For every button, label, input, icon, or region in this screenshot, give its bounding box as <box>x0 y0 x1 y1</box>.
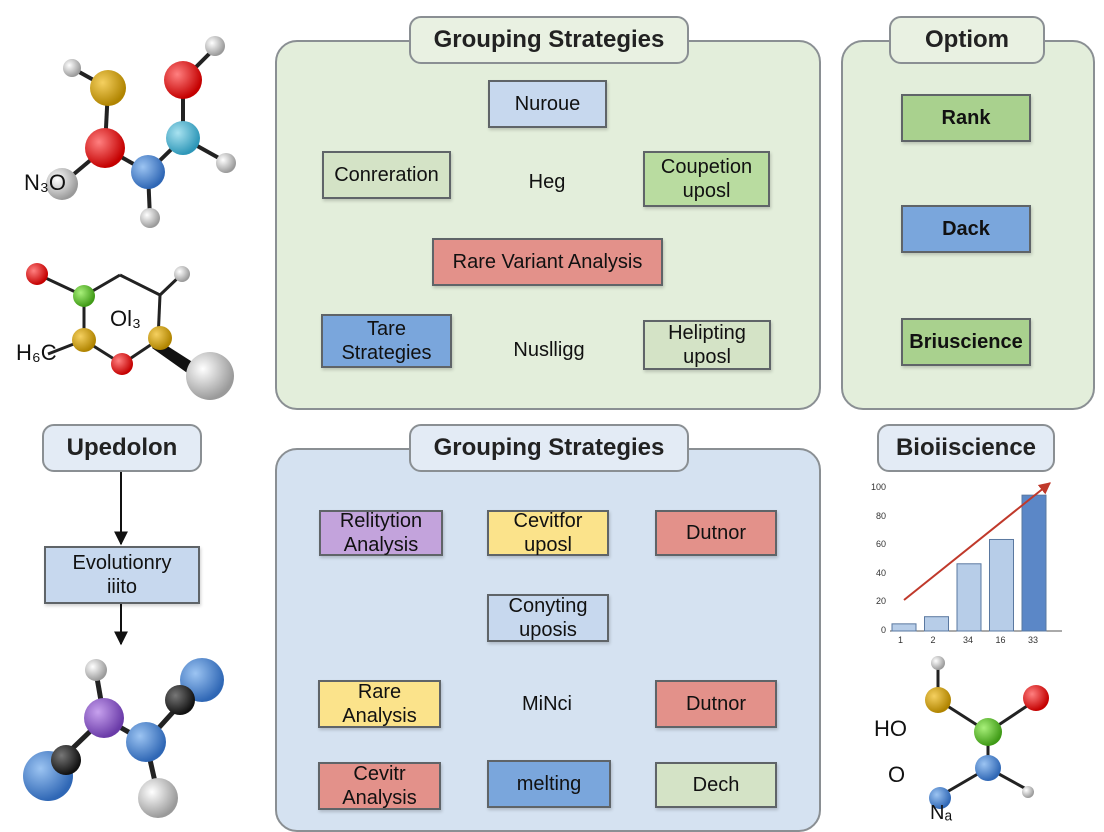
nurone-box: Nuroue <box>488 80 607 128</box>
molecule-4-o-label: O <box>888 762 906 787</box>
chart-x-tick-34: 34 <box>963 635 974 645</box>
conreration-box: Conreration <box>322 151 451 199</box>
molecule-2-icon <box>26 263 234 400</box>
helipting-box: Helipting uposl <box>643 320 771 370</box>
rare-variant-analysis-box: Rare Variant Analysis <box>432 238 663 286</box>
evolutionry-box: Evolutionry iiito <box>44 546 200 604</box>
cevitr-analysis-box: Cevitr Analysis <box>318 762 441 810</box>
bioiiscience-title: Bioiiscience <box>877 424 1055 472</box>
chart-x-tick-2: 2 <box>930 635 936 645</box>
dech-box: Dech <box>655 762 777 808</box>
chart-bar-33 <box>1021 494 1047 632</box>
molecule-2-h-label: H₆C <box>16 340 57 365</box>
tare-strategies-box: Tare Strategies <box>321 314 452 368</box>
conyting-box: Conyting uposis <box>487 594 609 642</box>
dack-box: Dack <box>901 205 1031 253</box>
heg-label: Heg <box>528 170 566 193</box>
rank-box: Rank <box>901 94 1031 142</box>
chart-y-tick-80: 80 <box>875 510 886 521</box>
coupetion-box: Coupetion uposl <box>643 151 770 207</box>
chart-bar-1 <box>891 623 917 632</box>
chart-y-tick-100: 100 <box>870 482 886 492</box>
chart-y-tick-60: 60 <box>875 539 886 550</box>
molecule-1-icon <box>46 36 236 228</box>
chart-bar-16 <box>989 538 1014 632</box>
dutnor-mid-box: Dutnor <box>655 680 777 728</box>
molecule-4-icon <box>925 656 1049 809</box>
grouping-strategies-title-bottom: Grouping Strategies <box>409 424 689 472</box>
minci-label: MiNci <box>522 692 572 715</box>
melting-box: melting <box>487 760 611 808</box>
molecule-2-ol-label: Ol₃ <box>110 306 141 331</box>
relitytion-analysis-box: Relitytion Analysis <box>319 510 443 556</box>
optiom-title: Optiom <box>889 16 1045 64</box>
chart-x-tick-1: 1 <box>898 635 904 645</box>
chart-y-tick-20: 20 <box>875 596 886 607</box>
molecule-4-n-label: Nₐ <box>930 802 952 824</box>
molecule-1-label: N₃O <box>24 170 66 195</box>
chart-bar-34 <box>956 563 982 632</box>
molecule-4-ho-label: HO <box>874 716 907 741</box>
nuslligg-label: Nuslligg <box>513 338 585 361</box>
bar-chart <box>890 482 1062 632</box>
grouping-strategies-title-top: Grouping Strategies <box>409 16 689 64</box>
molecule-3-icon <box>23 658 224 818</box>
rare-analysis-box: Rare Analysis <box>318 680 441 728</box>
cevitfor-box: Cevitfor uposl <box>487 510 609 556</box>
chart-x-tick-33: 33 <box>1028 635 1039 645</box>
chart-y-tick-0: 0 <box>880 625 886 635</box>
chart-bar-2 <box>924 616 949 632</box>
upedolon-title: Upedolon <box>42 424 202 472</box>
briuscience-box: Briuscience <box>901 318 1031 366</box>
chart-y-tick-40: 40 <box>875 567 886 578</box>
dutnor-top-box: Dutnor <box>655 510 777 556</box>
chart-x-tick-16: 16 <box>995 635 1006 645</box>
trend-arrow <box>903 482 1051 601</box>
